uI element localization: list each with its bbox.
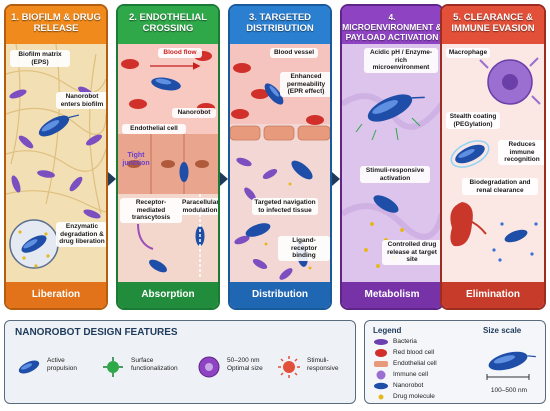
panel-illustration: Acidic pH / Enzyme-rich microenvironment…	[342, 44, 442, 286]
propulsion-icon	[18, 360, 40, 374]
size-scale-nanorobot-icon	[486, 351, 536, 380]
label-tight-junction: Tight junction	[122, 152, 150, 167]
legend-label: Drug molecule	[393, 393, 435, 400]
label-receptor-mediated: Receptor-mediated transcytosis	[120, 198, 182, 223]
panel-elimination: 5. CLEARANCE & IMMUNE EVASION Ma	[440, 4, 546, 310]
panel-illustration: Blood flow Nanorobot Endothelial cell Ti…	[118, 44, 219, 286]
arrow-right-icon	[220, 172, 228, 186]
label-biofilm-matrix: Biofilm matrix (EPS)	[10, 50, 70, 67]
panel-distribution: 3. TARGETED DISTRIBUTION	[228, 4, 332, 310]
legend-label: Nanorobot	[393, 382, 424, 389]
label-paracellular: Paracellular modulation	[180, 198, 219, 215]
panel-title: 3. TARGETED DISTRIBUTION	[230, 6, 330, 44]
legend-box: Legend Size scale Bacteria Red blood cel…	[364, 320, 546, 404]
size-scale-title: Size scale	[483, 326, 522, 335]
feature-stimuli-responsive: Stimuli-responsive	[275, 351, 351, 391]
endothelial-cell-icon	[374, 361, 388, 367]
label-stealth-coating: Stealth coating (PEGylation)	[446, 112, 500, 129]
label-endothelial-cell: Endothelial cell	[122, 124, 186, 134]
label-epr-effect: Enhanced permeability (EPR effect)	[280, 72, 330, 97]
label-nanorobot: Nanorobot	[172, 108, 216, 118]
panel-footer: Absorption	[118, 282, 218, 308]
clearance-illustration	[442, 44, 544, 286]
feature-surface-functionalization: Surface functionalization	[99, 351, 185, 391]
label-blood-vessel: Blood vessel	[270, 48, 318, 58]
drug-molecule-icon	[378, 394, 384, 400]
panel-illustration: Biofilm matrix (EPS) Nanorobot enters bi…	[6, 44, 106, 286]
panel-footer: Liberation	[6, 282, 106, 308]
arrow-right-icon	[445, 168, 455, 182]
arrow-right-icon	[108, 172, 116, 186]
panel-title: 4. MICROENVIRONMENT & PAYLOAD ACTIVATION	[342, 6, 442, 44]
panel-title: 2. ENDOTHELIAL CROSSING	[118, 6, 218, 44]
label-controlled-release: Controlled drug release at target site	[382, 240, 442, 265]
panel-footer: Metabolism	[342, 282, 442, 308]
label-enzymatic-degradation: Enzymatic degradation & drug liberation	[56, 222, 106, 247]
feature-label: 50–200 nm Optimal size	[227, 357, 263, 372]
immune-cell-icon	[376, 370, 386, 380]
label-stimuli-activation: Stimuli-responsive activation	[360, 166, 430, 183]
panel-metabolism: 4. MICROENVIRONMENT & PAYLOAD ACTIVATION	[340, 4, 444, 310]
nanorobot-icon	[374, 382, 388, 390]
red-blood-cell-icon	[375, 349, 387, 357]
label-blood-flow: Blood flow	[158, 48, 202, 58]
panel-illustration: Blood vessel Enhanced permeability (EPR …	[230, 44, 330, 286]
label-macrophage: Macrophage	[446, 48, 490, 58]
bacteria-icon	[374, 339, 388, 345]
endothelial-illustration	[118, 44, 218, 286]
design-features-title: NANOROBOT DESIGN FEATURES	[15, 327, 178, 338]
process-panels: 1. BIOFILM & DRUG RELEASE	[4, 4, 546, 312]
legend-label: Endothelial cell	[393, 360, 437, 367]
panel-title: 1. BIOFILM & DRUG RELEASE	[6, 6, 106, 44]
panel-liberation: 1. BIOFILM & DRUG RELEASE	[4, 4, 108, 310]
panel-illustration: Macrophage Stealth coating (PEGylation) …	[442, 44, 544, 286]
label-acidic-ph: Acidic pH / Enzyme-rich microenvironment	[364, 48, 438, 73]
label-nanorobot-enters: Nanorobot enters biofilm	[56, 92, 106, 109]
arrow-right-icon	[332, 172, 340, 186]
legend-label: Bacteria	[393, 338, 417, 345]
panel-footer: Distribution	[230, 282, 330, 308]
stimuli-icon	[278, 356, 300, 378]
feature-label: Stimuli-responsive	[307, 357, 339, 372]
label-targeted-navigation: Targeted navigation to infected tissue	[252, 198, 318, 215]
feature-active-propulsion: Active propulsion	[15, 351, 95, 391]
panel-title: 5. CLEARANCE & IMMUNE EVASION	[442, 6, 544, 44]
biofilm-illustration	[6, 44, 106, 286]
size-scale-label: 100–500 nm	[490, 387, 528, 394]
legend-label: Red blood cell	[393, 349, 435, 356]
label-biodegradation: Biodegradation and renal clearance	[462, 178, 538, 195]
feature-label: Surface functionalization	[131, 357, 178, 372]
legend-label: Immune cell	[393, 371, 429, 378]
label-ligand-receptor: Ligand-receptor binding	[278, 236, 330, 261]
functionalization-icon	[103, 357, 123, 377]
feature-optimal-size: 50–200 nm Optimal size	[195, 351, 275, 391]
design-features-box: NANOROBOT DESIGN FEATURES Active propuls…	[4, 320, 356, 404]
label-reduces-recognition: Reduces immune recognition	[498, 140, 544, 165]
size-icon	[198, 356, 220, 378]
feature-label: Active propulsion	[47, 357, 77, 372]
legend-title: Legend	[373, 326, 402, 335]
panel-absorption: 2. ENDOTHELIAL CROSSING	[116, 4, 220, 310]
panel-footer: Elimination	[442, 282, 544, 308]
